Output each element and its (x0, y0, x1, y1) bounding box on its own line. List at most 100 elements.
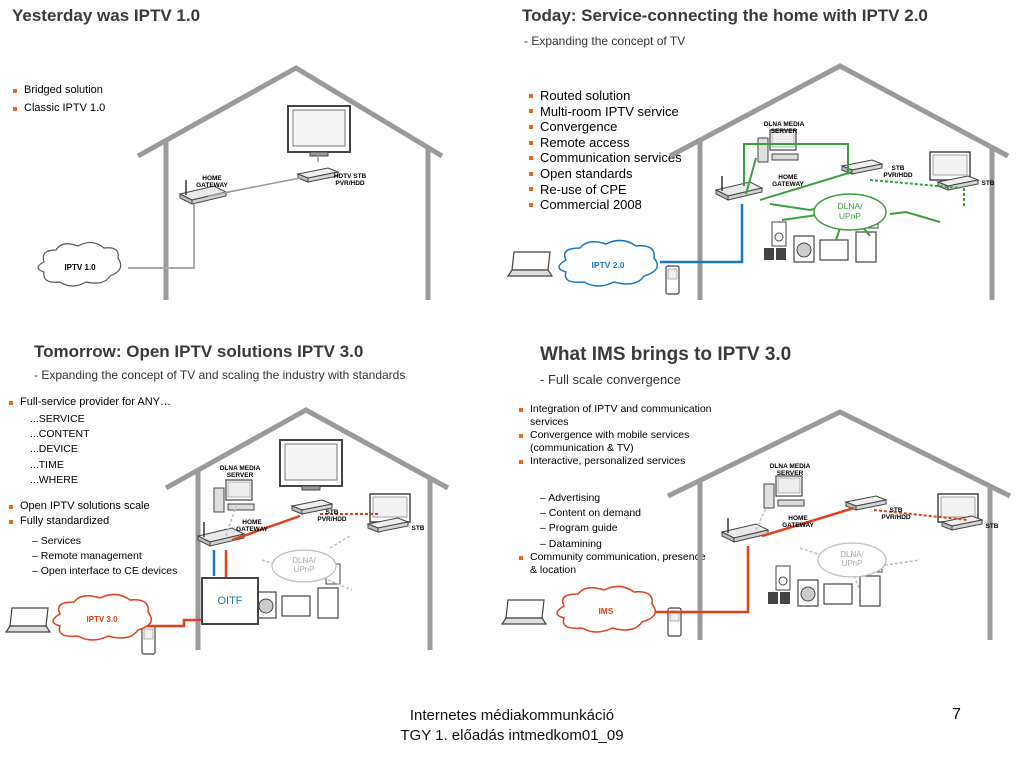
laptop-icon (507, 251, 553, 277)
tr-bullet: Commercial 2008 (528, 197, 682, 213)
tr-cloud-label: IPTV 2.0 (591, 260, 624, 270)
bl-title: Tomorrow: Open IPTV solutions IPTV 3.0 (34, 342, 364, 361)
phone-icon (665, 265, 680, 295)
tr-dlna-label: DLNA/UPnP (837, 201, 863, 221)
oitf-box (201, 577, 259, 625)
br-subtitle: - Full scale convergence (540, 372, 681, 387)
tl-bullet-list: Bridged solution Classic IPTV 1.0 (12, 84, 105, 120)
bl-any-item: ...TIME (30, 458, 64, 471)
tl-bullet: Classic IPTV 1.0 (12, 102, 105, 115)
tr-bullet: Re-use of CPE (528, 182, 682, 198)
tr-bullet: Routed solution (528, 88, 682, 104)
tl-title: Yesterday was IPTV 1.0 (12, 6, 201, 25)
gateway-icon (721, 517, 769, 543)
br-cloud (556, 585, 657, 633)
bl-dlna-label: DLNA/UPnP (292, 556, 316, 574)
bl-oitf-label: OITF (217, 595, 242, 607)
tv-icon (279, 439, 343, 491)
bl-stb2-label: STB (412, 525, 425, 532)
br-bullet-list-top: Integration of IPTV and communication se… (518, 403, 718, 469)
br-title: What IMS brings to IPTV 3.0 (540, 344, 792, 365)
tv-icon (287, 105, 351, 157)
bl-dash-item: Services (32, 534, 177, 549)
bl-any-item: ...SERVICE (30, 413, 85, 425)
footer-line1: Internetes médiakommunkáció (409, 707, 615, 724)
tr-bullet: Remote access (528, 135, 682, 151)
tr-bullet-list: Routed solution Multi-room IPTV service … (528, 88, 682, 213)
server-icon (213, 479, 255, 513)
br-cloud-label: IMS (598, 606, 613, 616)
bl-dlna-cloud (271, 549, 337, 583)
br-bullet: Interactive, personalized services (518, 455, 718, 468)
tr-bullet: Multi-room IPTV service (528, 104, 682, 120)
br-dash-item: Advertising (540, 491, 641, 506)
bl-bullet: Open IPTV solutions scale (8, 500, 150, 513)
br-dash-item: Datamining (540, 537, 641, 552)
house-bottom-right (666, 409, 1012, 640)
tl-cloud (37, 241, 122, 287)
tr-bullet: Communication services (528, 150, 682, 166)
bl-cloud-label: IPTV 3.0 (86, 615, 118, 624)
server-icon (763, 475, 805, 509)
tr-cloud (558, 239, 659, 287)
bl-any-list: ...SERVICE ...CONTENT ...DEVICE ...TIME … (30, 412, 90, 488)
bl-any-item: ...DEVICE (30, 443, 78, 456)
br-dlna-label: DLNA/UPnP (840, 550, 864, 568)
tl-cloud-label: IPTV 1.0 (64, 263, 96, 272)
bl-bullet: Full-service provider for ANY… (8, 396, 171, 409)
bl-bullet-list-top: Full-service provider for ANY… (8, 396, 171, 409)
stb-icon (297, 167, 339, 183)
gateway-icon (715, 175, 763, 201)
tr-dlna-cloud (813, 193, 887, 231)
bl-any-item: ...WHERE (30, 473, 78, 486)
page-number: 7 (952, 706, 961, 723)
laptop-icon (5, 607, 51, 633)
bl-bullet-list-mid: Open IPTV solutions scale Fully standard… (8, 500, 150, 530)
br-dlna-cloud (817, 542, 887, 578)
footer-line2: TGY 1. előadás intmedkom01_09 (400, 727, 624, 744)
tv-icon (929, 151, 971, 181)
bl-dash-item: Remote management (32, 549, 177, 564)
tr-subtitle: - Expanding the concept of TV (524, 34, 686, 48)
tr-title: Today: Service-connecting the home with … (522, 6, 928, 25)
house-top-left (136, 65, 444, 300)
bl-subtitle: - Expanding the concept of TV and scalin… (34, 368, 406, 382)
br-dash-item: Program guide (540, 521, 641, 536)
br-bullet: Integration of IPTV and communication se… (518, 403, 718, 428)
tr-stb2-label: STB (982, 180, 995, 187)
br-dash-list: Advertising Content on demand Program gu… (540, 491, 641, 552)
bl-dash-item: Open interface to CE devices (32, 564, 178, 579)
phone-icon (141, 625, 156, 655)
tv-icon (369, 493, 411, 523)
br-bullet-list-bottom: Community communication, presence & loca… (518, 551, 708, 576)
tl-bullet: Bridged solution (12, 84, 105, 97)
bl-bullet: Fully standardized (8, 515, 150, 528)
tr-bullet: Open standards (528, 166, 682, 182)
bl-dash-list: Services Remote management Open interfac… (32, 534, 178, 580)
bl-cloud (52, 593, 153, 641)
br-stb2-label: STB (986, 523, 999, 530)
bl-any-item: ...CONTENT (30, 428, 90, 441)
houses (136, 63, 1012, 650)
footer: Internetes médiakommunkáció TGY 1. előad… (0, 706, 1024, 746)
br-dash-item: Content on demand (540, 506, 641, 521)
laptop-icon (501, 599, 547, 625)
br-bullet: Convergence with mobile services (commun… (518, 429, 718, 454)
house-top-right (668, 63, 1010, 300)
